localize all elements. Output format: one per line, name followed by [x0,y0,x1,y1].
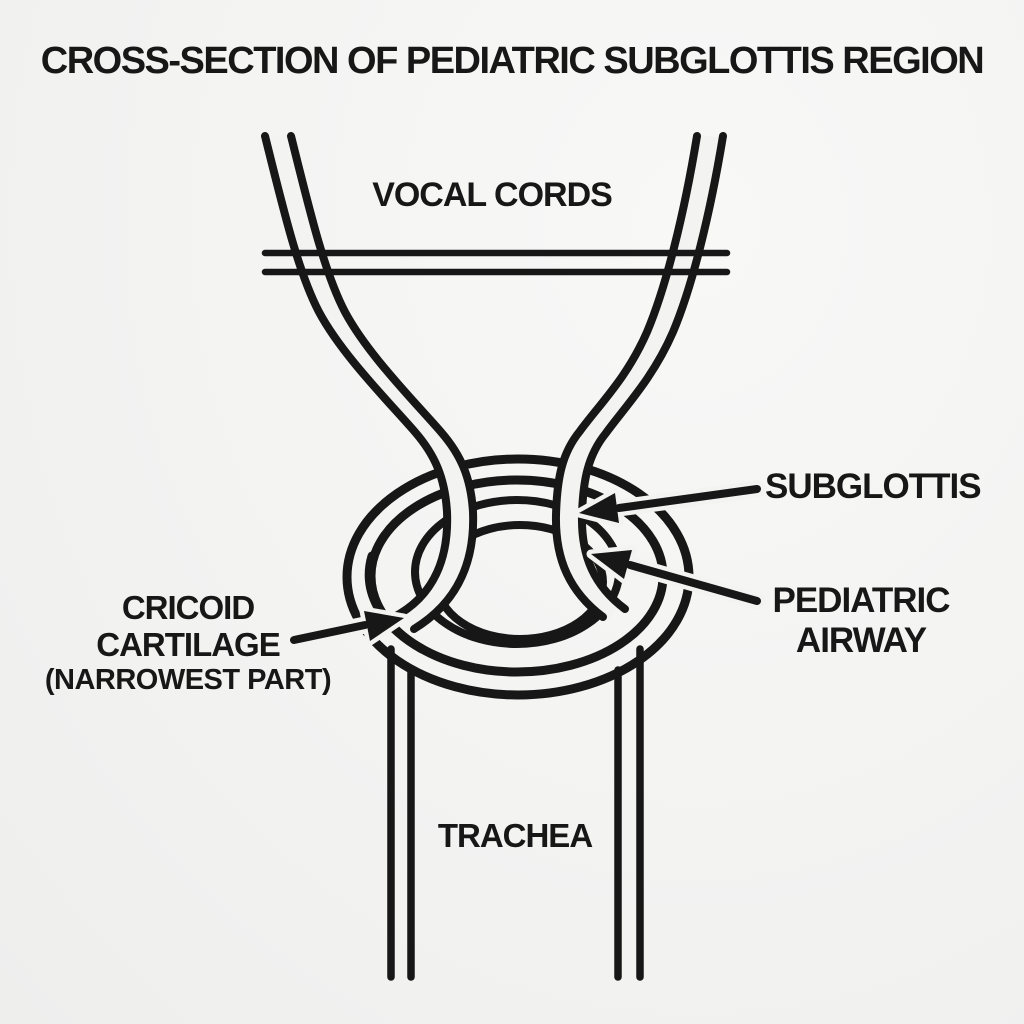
cricoid-ring-weave-arc [364,551,427,654]
subglottis-arrowhead [579,493,619,523]
label-cricoid-cartilage: CRICOID CARTILAGE (NARROWEST PART) [38,589,338,698]
label-subglottis: SUBGLOTTIS [765,467,982,506]
funnel-left-wall-inner-line [287,132,478,633]
label-pediatric-airway-line2: AIRWAY [795,621,927,660]
pediatric-arrowhead [591,550,632,579]
pediatric-arrow-shaft [626,561,761,605]
label-cricoid-line2: CARTILAGE [96,626,281,663]
funnel-right-wall-outer-line [577,132,727,613]
label-pediatric-airway: PEDIATRIC AIRWAY [711,581,1011,661]
page-title: CROSS-SECTION OF PEDIATRIC SUBGLOTTIS RE… [40,40,985,82]
label-vocal-cords: VOCAL CORDS [372,176,613,214]
label-cricoid-line3: (NARROWEST PART) [44,664,332,696]
funnel-right-wall-gap [559,134,720,621]
label-pediatric-airway-line1: PEDIATRIC [772,581,950,620]
subglottis-arrow-shaft [615,485,761,512]
cricoid-arrowhead [364,611,404,641]
label-cricoid-line1: CRICOID [121,589,255,626]
funnel-right-wall-inner-line [551,132,701,621]
cricoid-arrow-shaft [290,621,369,644]
label-trachea: TRACHEA [437,817,593,854]
cricoid-ring-outer-ellipse [342,454,694,700]
